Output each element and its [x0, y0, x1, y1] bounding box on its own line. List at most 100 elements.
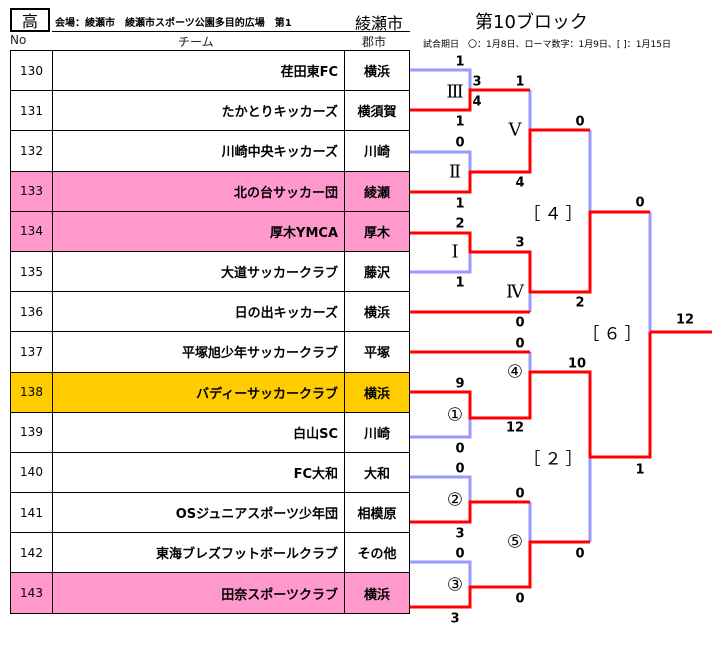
score: 1	[455, 196, 465, 212]
score: 1	[455, 114, 465, 130]
score: 0	[455, 546, 465, 562]
team-no: 141	[10, 492, 53, 534]
line	[410, 68, 472, 90]
line	[410, 210, 650, 294]
line	[410, 252, 472, 274]
score: 1	[455, 54, 465, 70]
score: 3	[455, 526, 465, 542]
host-city: 綾瀬市	[355, 14, 404, 33]
team-city: 大和	[344, 451, 410, 494]
col-team: チーム	[178, 35, 214, 49]
score: 12	[505, 420, 525, 436]
team-city: 横須賀	[344, 90, 410, 132]
block-title: 第10ブロック	[475, 12, 588, 33]
team-no: 139	[10, 411, 53, 453]
team-name: OSジュニアスポーツ少年団	[52, 492, 345, 534]
team-name: バディーサッカークラブ	[52, 371, 345, 413]
team-no: 134	[10, 210, 53, 252]
team-name: 川崎中央キッカーズ	[52, 130, 345, 172]
match-label: Ⅰ	[451, 241, 459, 263]
line	[410, 560, 472, 587]
score: 0	[455, 441, 465, 457]
col-city: 郡市	[362, 35, 387, 49]
team-no: 136	[10, 291, 53, 333]
match-label: ④	[506, 361, 524, 383]
match-label: ②	[446, 489, 464, 511]
line	[410, 540, 590, 609]
match-label: ⑤	[506, 531, 524, 553]
team-city: 綾瀬	[344, 170, 410, 212]
line	[410, 332, 652, 459]
team-name: 田奈スポーツクラブ	[52, 572, 345, 614]
level-badge: 高	[10, 8, 50, 32]
team-city: その他	[344, 532, 410, 574]
team-name: 荏田東FC	[52, 49, 345, 92]
team-no: 132	[10, 130, 53, 172]
team-name: 北の台サッカー団	[52, 170, 345, 212]
team-name: 大道サッカークラブ	[52, 250, 345, 293]
line	[410, 128, 590, 194]
match-label: ①	[446, 404, 464, 426]
team-name: 東海ブレズフットボールクラブ	[52, 532, 345, 574]
score: 3	[515, 235, 525, 251]
team-city: 厚木	[344, 210, 410, 252]
score: 1	[515, 74, 525, 90]
team-city: 横浜	[344, 572, 410, 614]
team-city: 藤沢	[344, 250, 410, 293]
match-label: ③	[446, 574, 464, 596]
team-city: 相模原	[344, 492, 410, 534]
score: 0	[635, 195, 645, 211]
score: 2	[455, 216, 465, 232]
score: 10	[567, 356, 587, 372]
line	[410, 417, 472, 439]
match-label: Ⅲ	[446, 81, 464, 103]
score: 0	[515, 591, 525, 607]
score: 1	[635, 462, 645, 478]
score: 0	[515, 315, 525, 331]
team-city: 横浜	[344, 49, 410, 92]
team-no: 143	[10, 572, 53, 614]
score: 4	[472, 94, 482, 110]
team-city: 横浜	[344, 291, 410, 333]
schedule-note: 試合期日 〇：1月8日、ローマ数字：1月9日、[ ]：1月15日	[423, 40, 671, 50]
line	[410, 88, 530, 112]
score: 0	[575, 114, 585, 130]
score: 0	[575, 546, 585, 562]
score: 4	[515, 175, 525, 191]
score: 9	[455, 376, 465, 392]
col-no: No	[10, 33, 27, 47]
score: 12	[675, 312, 695, 328]
score: 0	[515, 336, 525, 352]
venue-label: 会場：綾瀬市 綾瀬市スポーツ公園多目的広場 第1	[55, 18, 292, 29]
score: 0	[455, 461, 465, 477]
team-name: たかとりキッカーズ	[52, 90, 345, 132]
score: 2	[575, 295, 585, 311]
team-name: 白山SC	[52, 411, 345, 453]
line	[410, 500, 530, 524]
score: 3	[450, 611, 460, 627]
score: 3	[472, 74, 482, 90]
line	[410, 150, 472, 172]
score: 0	[515, 486, 525, 502]
team-name: 厚木YMCA	[52, 210, 345, 252]
match-label: ［４］	[523, 204, 587, 225]
score: 0	[455, 135, 465, 151]
team-city: 横浜	[344, 371, 410, 413]
team-no: 137	[10, 331, 53, 373]
